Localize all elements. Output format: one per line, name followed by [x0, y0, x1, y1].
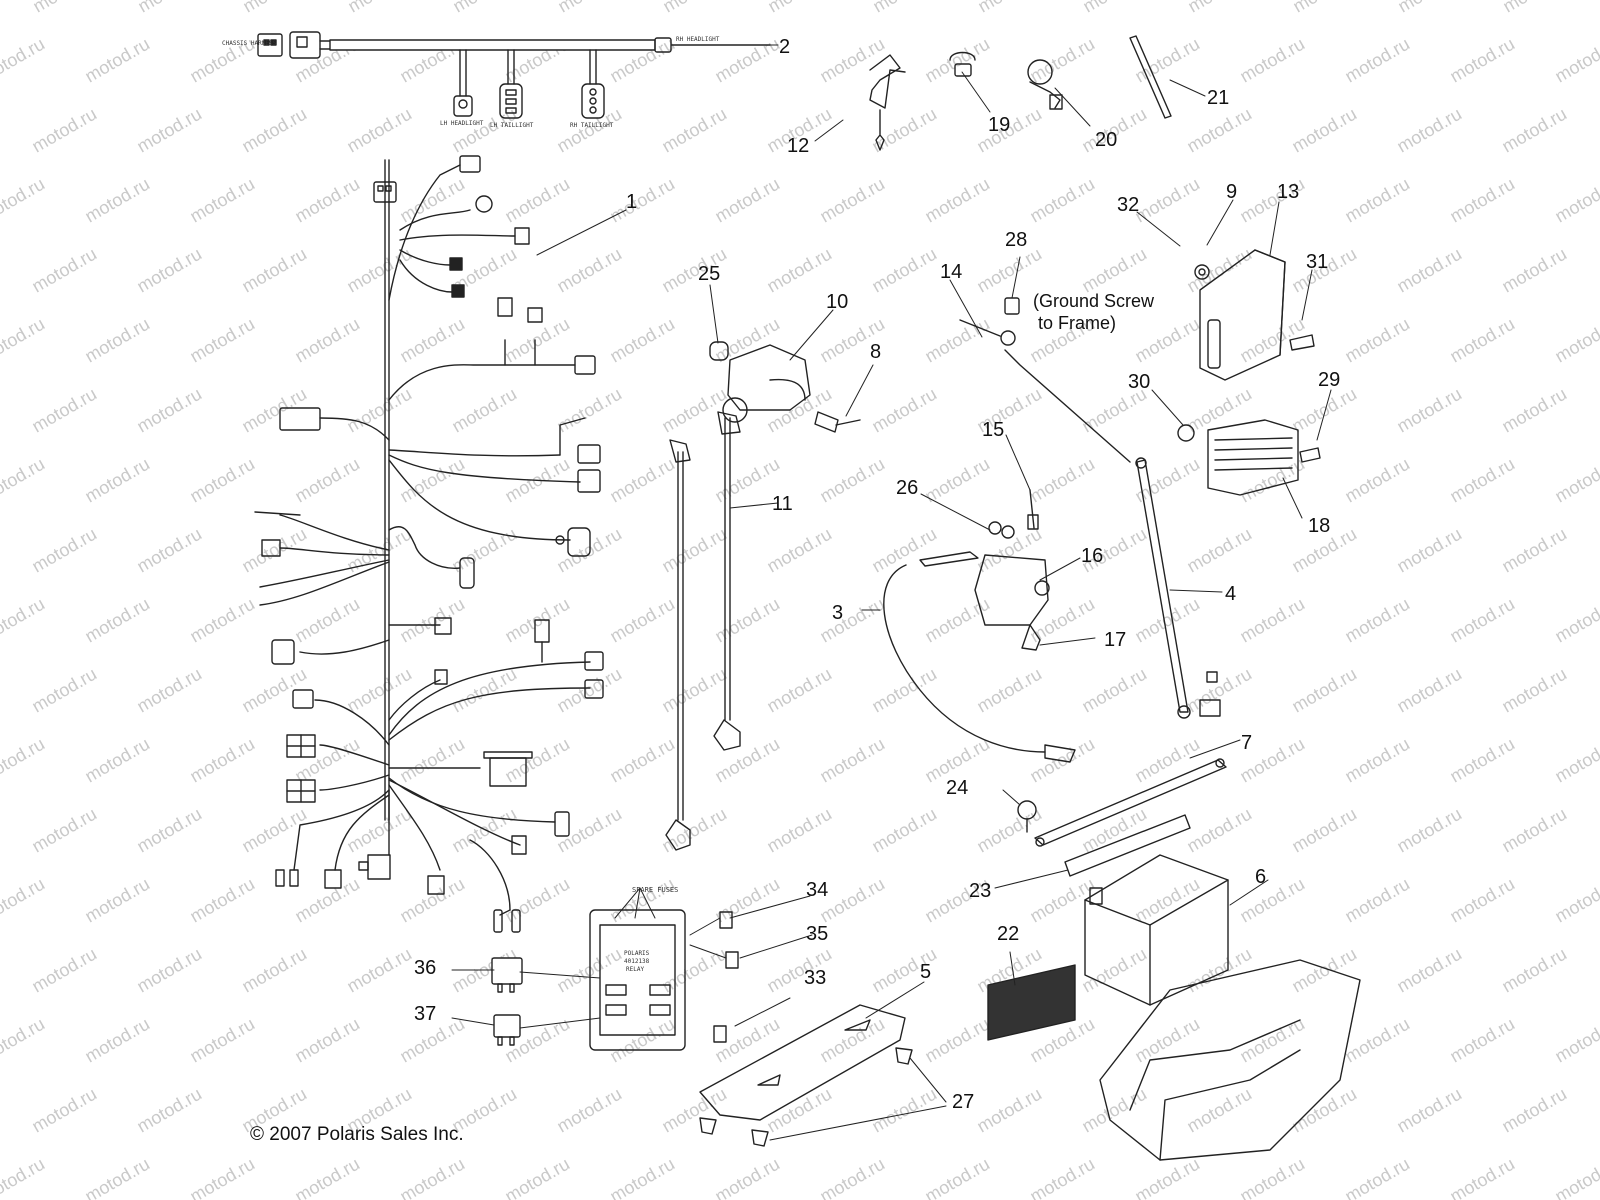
callout-32: 32: [1117, 194, 1140, 216]
battery-pad-part-23: [1064, 814, 1191, 877]
cdi-module-part-13: [1194, 249, 1286, 381]
callout-4: 4: [1225, 583, 1237, 605]
ignition-coil-part-10: [709, 341, 811, 423]
battery-part-6: [1084, 854, 1229, 1006]
leader-lines: [451, 44, 1332, 1141]
callout-28: 28: [1005, 229, 1028, 251]
callout-3: 3: [832, 602, 844, 624]
callout-22: 22: [997, 923, 1020, 945]
callout-7: 7: [1241, 732, 1253, 754]
warning-label-part-22: [987, 964, 1076, 1041]
battery-strap-part-7: [1034, 758, 1227, 847]
relay-part-36: [491, 957, 523, 993]
fuse-box-label-1: POLARIS: [624, 950, 650, 957]
callout-11: 11: [772, 493, 793, 515]
main-wiring-harness-part-1: [254, 155, 604, 933]
fuse-box-bracket-part-5: [699, 1004, 906, 1121]
callout-13: 13: [1277, 181, 1300, 203]
ground-screw-note: (Ground Screw to Frame): [1033, 291, 1155, 333]
callout-35: 35: [806, 923, 829, 945]
voltage-regulator-part-18: [1177, 419, 1321, 496]
callout-26: 26: [896, 477, 919, 499]
callout-36: 36: [414, 957, 437, 979]
callout-15: 15: [982, 419, 1005, 441]
bolt-part-24: [1017, 800, 1037, 833]
fuse-box-label-3: RELAY: [626, 966, 645, 973]
battery-box: [1099, 959, 1361, 1161]
callout-23: 23: [969, 880, 992, 902]
starter-solenoid-part-16: [919, 489, 1050, 651]
callout-27: 27: [952, 1091, 975, 1113]
callout-8: 8: [870, 341, 882, 363]
callout-33: 33: [804, 967, 827, 989]
callout-16: 16: [1081, 545, 1104, 567]
ground-cable-part-14: [959, 297, 1131, 463]
callout-1: 1: [626, 191, 638, 213]
copyright-notice: © 2007 Polaris Sales Inc.: [250, 1124, 464, 1145]
push-rivet-part-27: [699, 1047, 913, 1147]
fuse-box-label-2: 4012138: [624, 958, 650, 965]
relay-part-37: [493, 1014, 521, 1046]
harness-tag-rh-taillight: RH TAILLIGHT: [570, 122, 614, 129]
callout-19: 19: [988, 114, 1011, 136]
callout-5: 5: [920, 961, 932, 983]
callout-29: 29: [1318, 369, 1341, 391]
cable-tie-part-21: [1129, 35, 1172, 119]
callout-21: 21: [1207, 87, 1230, 109]
callout-12: 12: [787, 135, 810, 157]
callout-6: 6: [1255, 866, 1267, 888]
callout-25: 25: [698, 263, 721, 285]
bolt-part-8: [814, 411, 861, 433]
callout-31: 31: [1306, 251, 1329, 273]
callout-17: 17: [1104, 629, 1127, 651]
callout-9: 9: [1226, 181, 1238, 203]
callout-20: 20: [1095, 129, 1118, 151]
clip-part-19: [949, 51, 976, 77]
callout-34: 34: [806, 879, 829, 901]
spark-plug-wire-part-11: [665, 411, 741, 851]
fuse-part-33: [713, 1025, 727, 1043]
fuse-part-34: [719, 911, 733, 929]
callout-24: 24: [946, 777, 969, 799]
harness-tag-lh-taillight: LH TAILLIGHT: [490, 122, 534, 129]
callout-2: 2: [779, 36, 791, 58]
tail-harness-part-2: [257, 31, 771, 119]
bolt-part-31: [1289, 334, 1315, 351]
battery-cable-part-4: [1135, 457, 1221, 719]
harness-tag-rh-headlight: RH HEADLIGHT: [676, 36, 720, 43]
fuse-part-35: [725, 951, 739, 969]
harness-tag-chassis: CHASSIS HARNESS: [222, 40, 277, 47]
clip-part-12: [869, 54, 906, 151]
callout-14: 14: [940, 261, 963, 283]
callout-10: 10: [826, 291, 849, 313]
starter-cable-part-3: [883, 564, 1076, 763]
fuse-box-header: SPARE FUSES: [632, 886, 679, 894]
callout-30: 30: [1128, 371, 1151, 393]
fuse-box: [589, 909, 686, 1051]
clamp-part-20: [1027, 59, 1063, 110]
callout-18: 18: [1308, 515, 1331, 537]
callout-37: 37: [414, 1003, 437, 1025]
harness-tag-lh-headlight: LH HEADLIGHT: [440, 120, 484, 127]
